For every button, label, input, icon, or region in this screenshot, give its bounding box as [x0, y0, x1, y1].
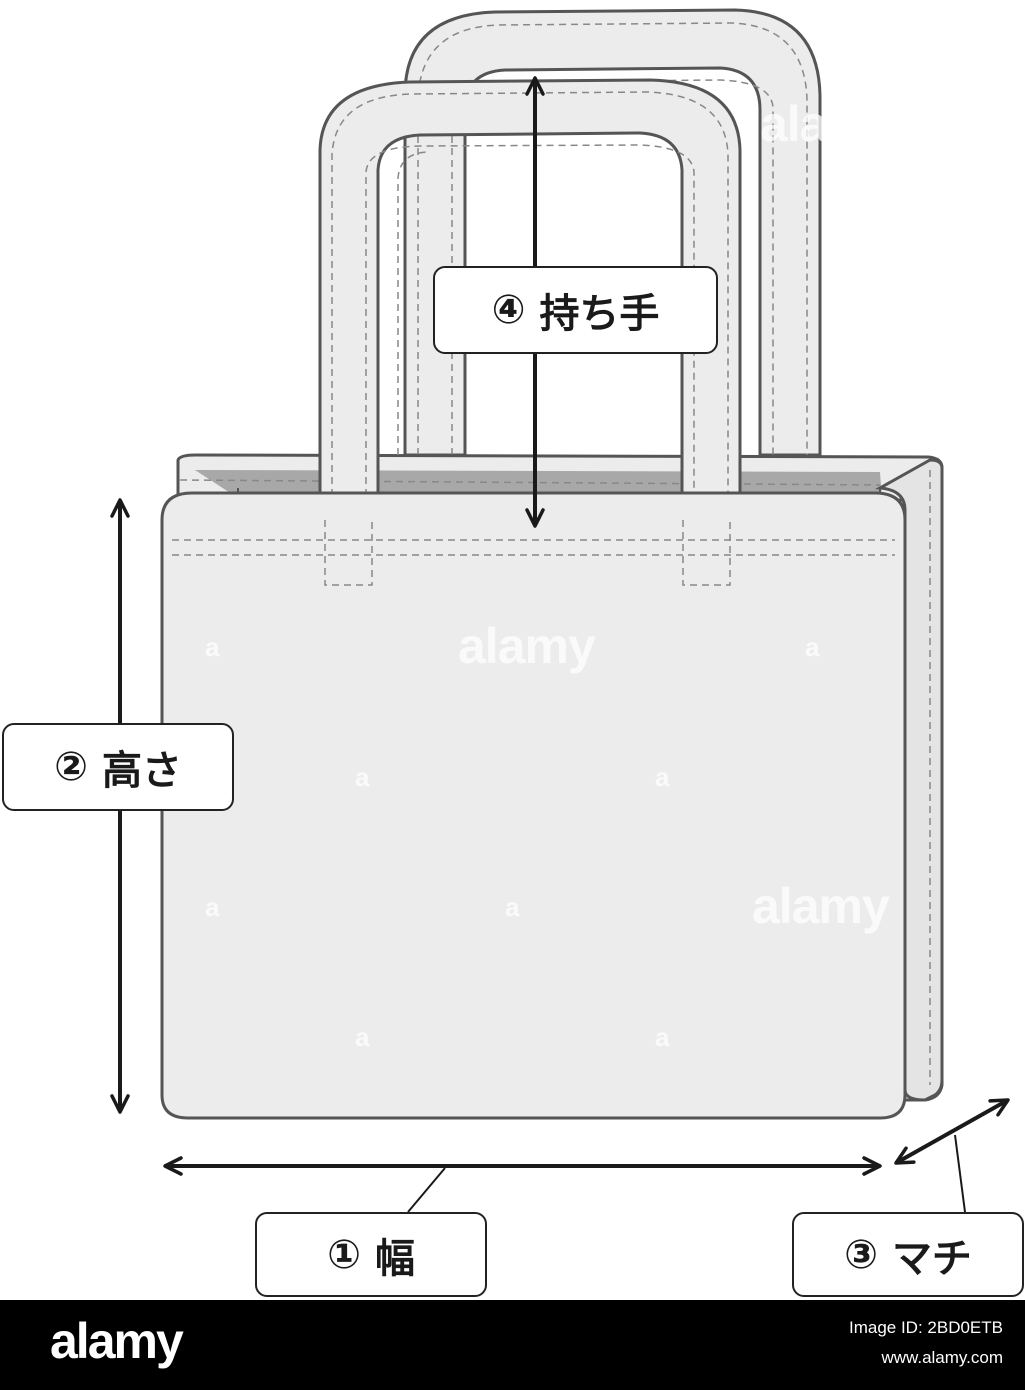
alamy-logo: alamy: [50, 1313, 184, 1369]
handle-label-number: ④: [491, 287, 526, 333]
height-label-text: 高さ: [101, 748, 182, 794]
gusset-label-text: マチ: [891, 1235, 972, 1282]
watermark-mark: a: [205, 632, 220, 662]
watermark-mark: a: [505, 892, 520, 922]
width-label-number: ①: [327, 1231, 361, 1278]
back-handle: [403, 8, 822, 457]
image-id-text: Image ID: 2BD0ETB: [848, 1318, 1003, 1337]
watermark: alamy: [760, 96, 898, 152]
gusset-leader-line: [954, 1134, 966, 1213]
width-leader-line: [407, 1167, 446, 1213]
watermark-mark: a: [805, 632, 820, 662]
height-label-number: ②: [54, 744, 88, 790]
tote-bag-diagram: [110, 8, 1010, 1213]
bag-front-panel: [160, 491, 907, 1120]
gusset-label-number: ③: [844, 1231, 878, 1278]
stock-footer-bar: alamy Image ID: 2BD0ETB www.alamy.com: [0, 1300, 1025, 1390]
gusset-label: ③ マチ: [792, 1212, 1024, 1297]
watermark-mark: a: [355, 762, 370, 792]
bag-gusset-side: [874, 458, 944, 1102]
watermark-mark: a: [355, 1022, 370, 1052]
watermark: alamy: [458, 618, 596, 674]
gusset-arrow: [894, 1098, 1010, 1165]
front-handle: [318, 78, 742, 522]
watermark-mark: a: [655, 1022, 670, 1052]
width-label-text: 幅: [374, 1235, 415, 1282]
watermark-mark: a: [205, 892, 220, 922]
watermark: alamy: [752, 878, 890, 934]
width-label: ① 幅: [255, 1212, 487, 1297]
handle-label: ④ 持ち手: [433, 266, 718, 354]
watermark-mark: a: [655, 762, 670, 792]
site-url-text: www.alamy.com: [881, 1348, 1003, 1367]
handle-label-text: 持ち手: [539, 291, 660, 337]
height-label: ② 高さ: [2, 723, 234, 811]
